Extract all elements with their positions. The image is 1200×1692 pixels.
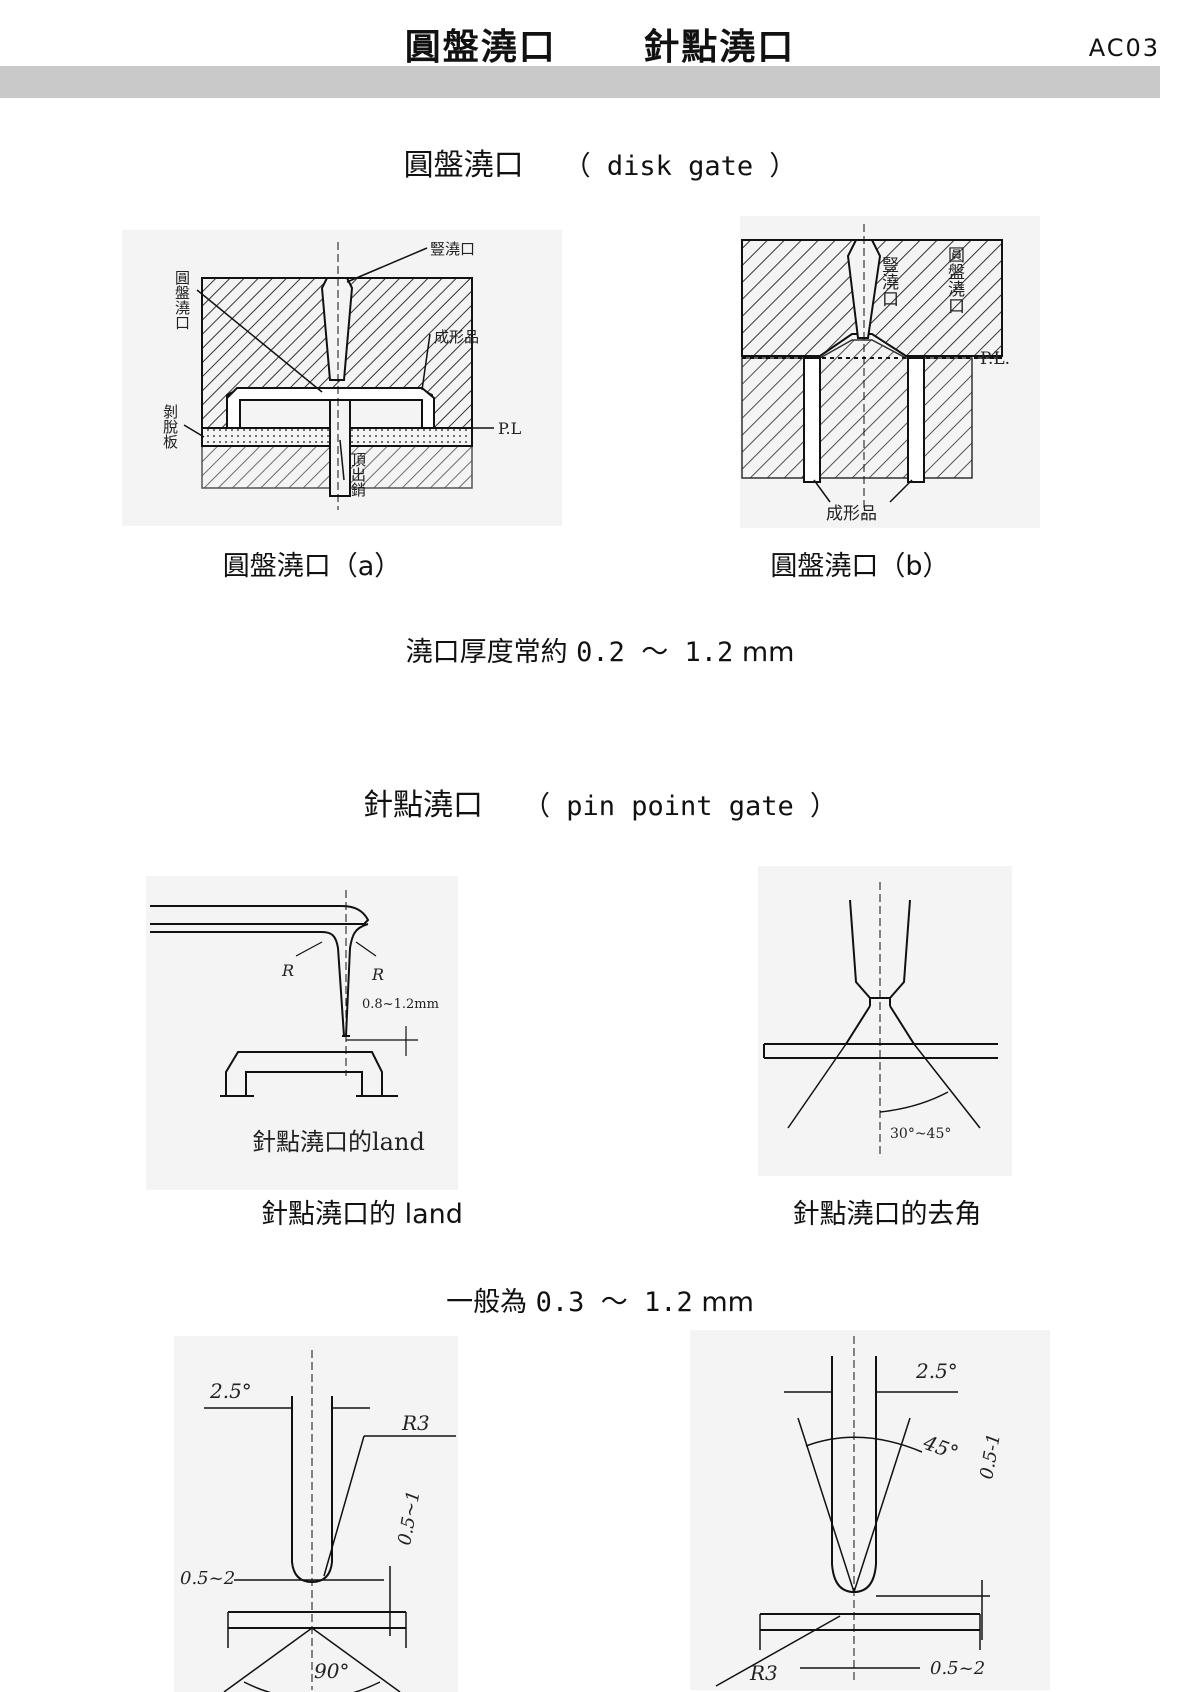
page-code: AC03 bbox=[1088, 34, 1160, 62]
land-fig-label-dim: 0.8~1.2mm bbox=[362, 997, 439, 1012]
fig-a-label-sprue: 豎澆口 bbox=[430, 240, 475, 258]
left-fig-label-taper: 2.5° bbox=[209, 1379, 252, 1403]
disk-gate-title-en: （ disk gate ） bbox=[563, 151, 797, 182]
fig-a-label-molded: 成形品 bbox=[434, 328, 479, 346]
right-fig-label-land: 0.5~2 bbox=[930, 1658, 985, 1679]
disk-gate-caption-b: 圓盤澆口（b） bbox=[770, 551, 950, 582]
land-fig-label-r1: R bbox=[281, 961, 294, 980]
land-fig-inner-caption: 針點澆口的land bbox=[252, 1128, 425, 1156]
right-fig-label-taper: 2.5° bbox=[915, 1359, 958, 1383]
left-fig-label-depth: 0.5~1 bbox=[394, 1489, 424, 1547]
left-fig-label-angle: 90° bbox=[314, 1659, 349, 1683]
pin-gate-detail-left-figure: 2.5° R3 0.5~2 0.5~1 90° bbox=[174, 1336, 458, 1692]
disk-gate-title-zh: 圓盤澆口 bbox=[403, 148, 524, 183]
chamfer-fig-label-angle: 30°~45° bbox=[890, 1126, 951, 1142]
disk-gate-figure-a: 豎澆口 成形品 P.L 圓盤澆口 剝脫板 頂出銷 bbox=[122, 230, 562, 526]
fig-b-label-molded: 成形品 bbox=[826, 504, 877, 524]
pin-gate-chamfer-figure: 30°~45° bbox=[758, 866, 1012, 1176]
pin-gate-detail-right-figure: 2.5° 45° 0.5-1 0.5~2 R3 bbox=[690, 1330, 1050, 1690]
pin-note-unit: mm bbox=[701, 1287, 754, 1318]
header-title-pin: 針點澆口 bbox=[643, 27, 796, 68]
disk-gate-section-title: 圓盤澆口 （ disk gate ） bbox=[0, 140, 1200, 184]
disk-note-unit: mm bbox=[741, 637, 795, 668]
right-fig-label-radius: R3 bbox=[749, 1661, 778, 1685]
fig-a-label-pl: P.L bbox=[498, 419, 522, 438]
pin-gate-title-zh: 針點澆口 bbox=[362, 788, 483, 823]
fig-a-label-ejector: 頂出銷 bbox=[349, 452, 367, 498]
header-title-disk: 圓盤澆口 bbox=[404, 27, 557, 68]
pin-gate-land-caption: 針點澆口的 land bbox=[261, 1199, 463, 1230]
disk-gate-thickness-note: 澆口厚度常約 0.2 ～ 1.2 mm bbox=[0, 630, 1200, 669]
fig-a-label-stripper: 剝脫板 bbox=[161, 404, 179, 449]
right-fig-label-angle: 45° bbox=[919, 1430, 961, 1465]
disk-note-prefix: 澆口厚度常約 bbox=[405, 637, 568, 668]
land-fig-label-r2: R bbox=[371, 965, 384, 984]
disk-gate-figure-b: 豎澆口 圓盤澆口 P.L. 成形品 bbox=[740, 216, 1040, 528]
pin-gate-range-note: 一般為 0.3 ～ 1.2 mm bbox=[0, 1280, 1200, 1319]
fig-b-label-sprue: 豎澆口 bbox=[878, 256, 899, 307]
disk-note-value: 0.2 ～ 1.2 bbox=[576, 637, 734, 668]
left-fig-label-radius: R3 bbox=[401, 1411, 430, 1435]
pin-note-prefix: 一般為 bbox=[446, 1287, 528, 1318]
right-fig-label-depth: 0.5-1 bbox=[976, 1432, 1005, 1481]
fig-b-label-disk-gate: 圓盤澆口 bbox=[944, 246, 965, 314]
page-header-title: 圓盤澆口 針點澆口 bbox=[0, 18, 1200, 70]
fig-b-label-pl: P.L. bbox=[980, 349, 1010, 369]
pin-gate-chamfer-caption: 針點澆口的去角 bbox=[792, 1199, 982, 1230]
pin-gate-title-en: （ pin point gate ） bbox=[522, 791, 838, 822]
pin-gate-land-figure: R R 0.8~1.2mm 針點澆口的land bbox=[146, 876, 458, 1190]
header-divider-bar bbox=[0, 66, 1160, 98]
fig-a-label-disk-gate: 圓盤澆口 bbox=[173, 270, 191, 330]
pin-gate-section-title: 針點澆口 （ pin point gate ） bbox=[0, 780, 1200, 824]
left-fig-label-land: 0.5~2 bbox=[180, 1568, 235, 1589]
pin-note-value: 0.3 ～ 1.2 bbox=[535, 1287, 693, 1318]
disk-gate-caption-a: 圓盤澆口（a） bbox=[222, 551, 402, 582]
